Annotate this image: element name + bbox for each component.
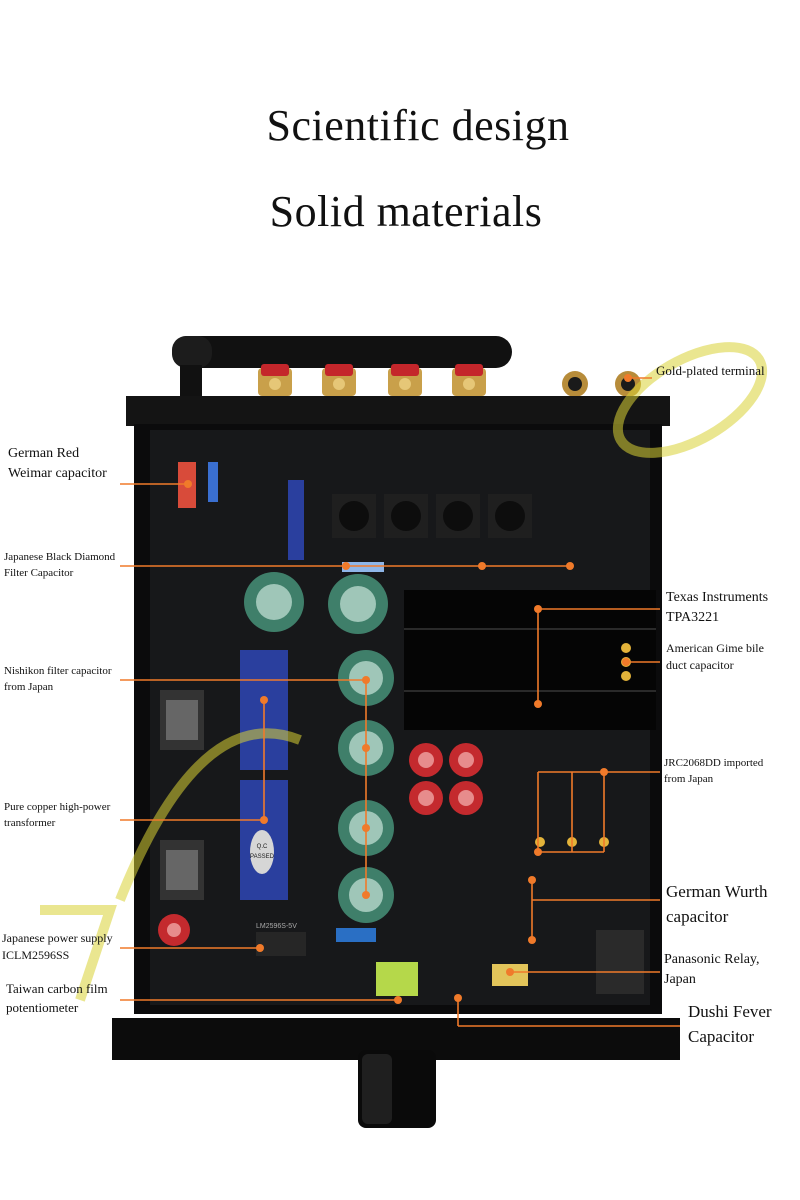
rca-terminals — [562, 371, 641, 397]
label-carbon-film: Taiwan carbon film potentiometer — [6, 981, 108, 1015]
heatsink — [404, 590, 656, 730]
rear-panel — [126, 396, 670, 426]
label-jrc: JRC2068DD imported from Japan — [664, 757, 764, 785]
label-transformer: Pure copper high-power transformer — [4, 801, 111, 829]
inductors — [332, 494, 532, 538]
speaker-terminals — [258, 364, 486, 396]
headline-line-1: Scientific design — [266, 101, 570, 150]
label-red-weimar: German Red Weimar capacitor — [8, 446, 107, 482]
antenna — [172, 336, 512, 400]
label-nishikon: Nishikon filter capacitor from Japan — [4, 665, 112, 693]
label-gime: American Gime bile duct capacitor — [666, 641, 764, 673]
watermark — [40, 342, 768, 1002]
passed-text: PASSED — [250, 854, 275, 860]
qc-text: Q.C — [257, 844, 268, 850]
label-gold-terminal: Gold-plated terminal — [656, 363, 765, 378]
label-texas-instruments: Texas Instruments TPA3221 — [666, 590, 769, 626]
label-wurth: German Wurth capacitor — [666, 882, 768, 926]
headline-line-2: Solid materials — [269, 187, 543, 236]
label-black-diamond: Japanese Black Diamond Filter Capacitor — [4, 551, 116, 579]
callout-dots — [184, 374, 632, 1004]
label-relay: Panasonic Relay, Japan — [664, 952, 760, 988]
label-dushi: Dushi Fever Capacitor — [688, 1002, 772, 1046]
label-power-supply: Japanese power supply ICLM2596SS — [2, 931, 113, 963]
qc-passed-sticker: Q.C PASSED — [250, 830, 275, 874]
callout-lines — [120, 377, 680, 1027]
carbon-film-potentiometer — [376, 962, 418, 996]
regulator-text: LM2596S-5V — [256, 923, 297, 930]
